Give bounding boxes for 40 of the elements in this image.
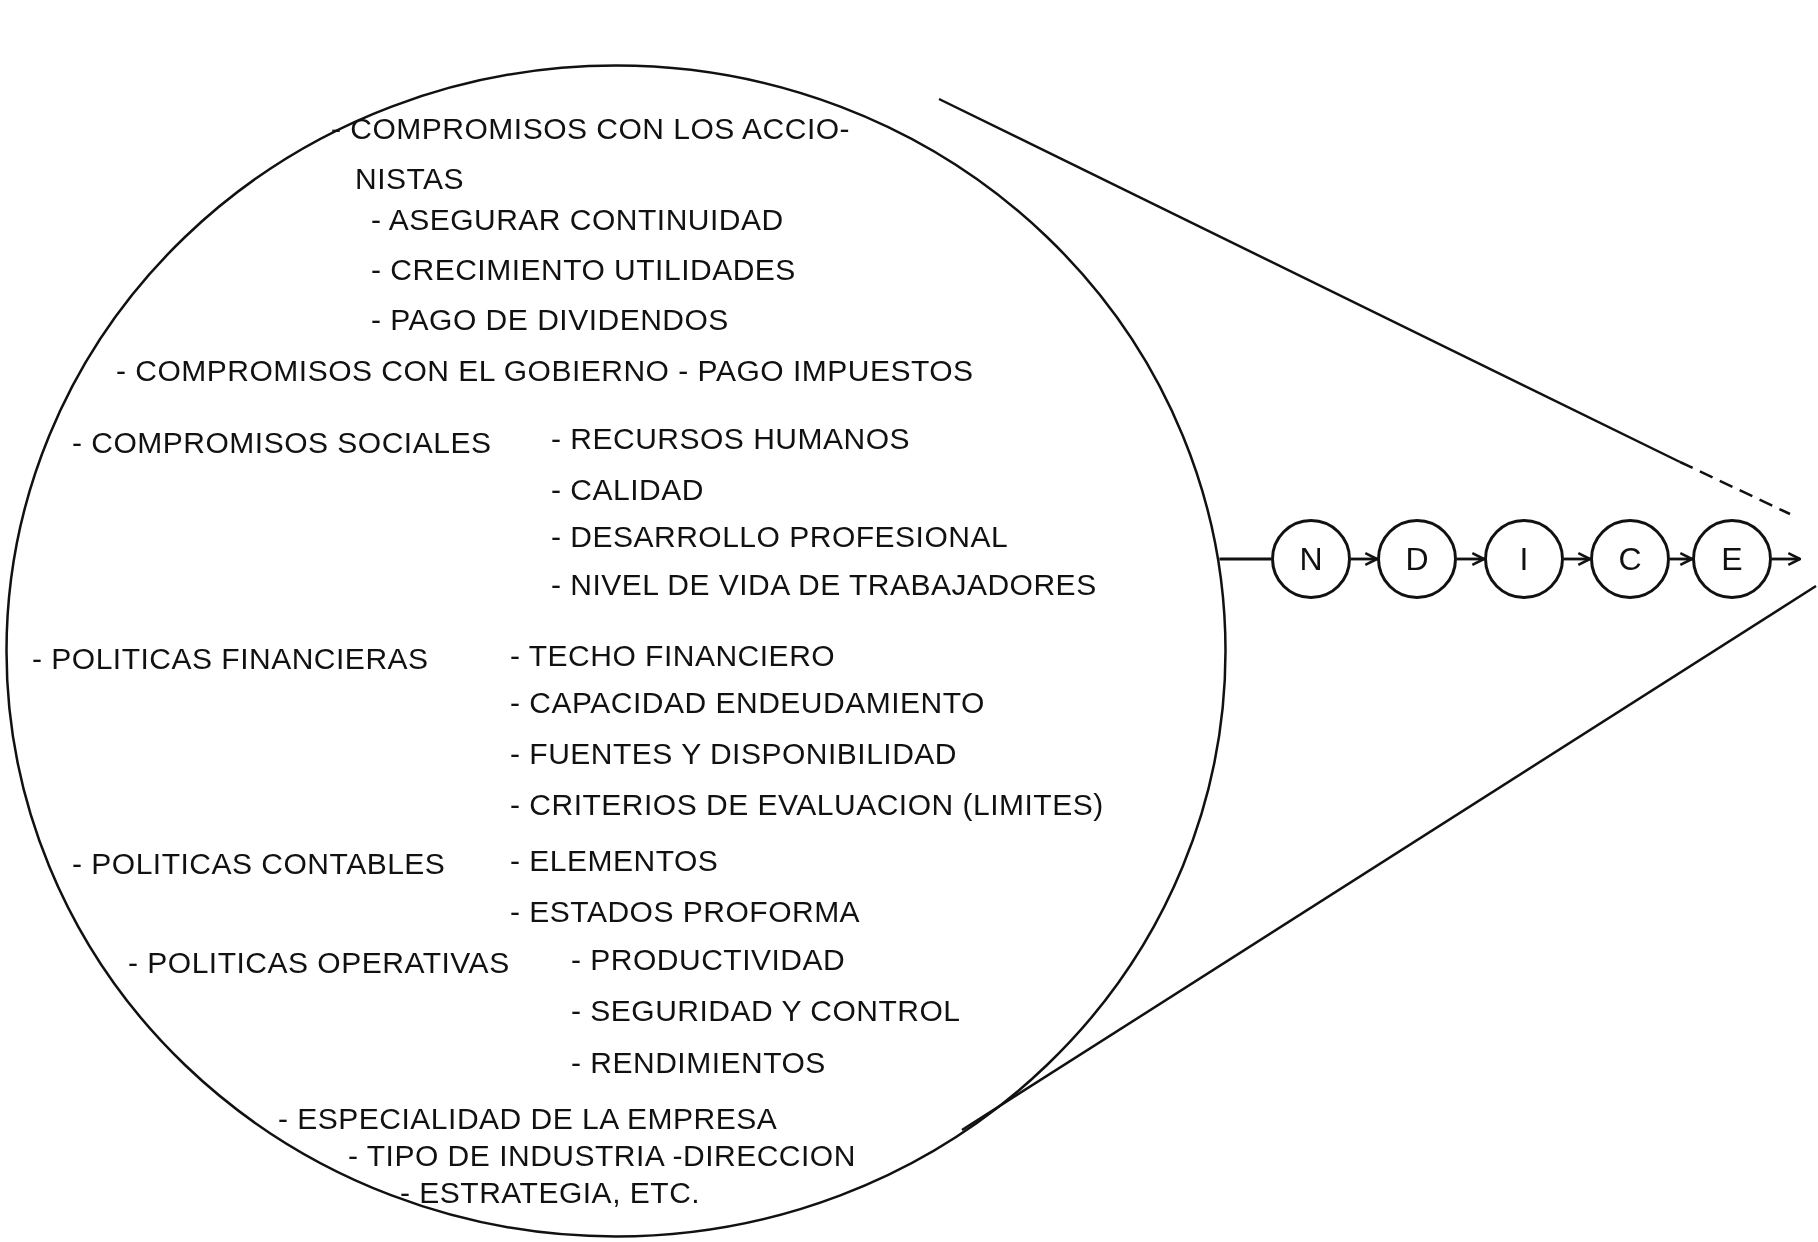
letter-label: D — [1405, 540, 1429, 578]
list-item-text: - ESTADOS PROFORMA — [510, 894, 861, 930]
list-item-text: - SEGURIDAD Y CONTROL — [571, 993, 961, 1029]
list-item-text: - FUENTES Y DISPONIBILIDAD — [510, 736, 957, 772]
list-item-text: - PAGO DE DIVIDENDOS — [371, 302, 729, 338]
letter-circle — [1484, 519, 1564, 599]
arrow — [1564, 551, 1592, 567]
list-item-text: - CALIDAD — [551, 472, 704, 508]
list-item-text: - POLITICAS FINANCIERAS — [32, 641, 429, 677]
list-item-text: - POLITICAS OPERATIVAS — [128, 945, 510, 981]
letter-circle — [1692, 519, 1772, 599]
letter-label: C — [1618, 540, 1642, 578]
arrow — [1351, 551, 1379, 567]
letter-label: E — [1721, 540, 1743, 578]
list-item-text: - COMPROMISOS CON EL GOBIERNO - PAGO IMPUESTOS — [116, 353, 974, 389]
letter-label: I — [1519, 540, 1529, 578]
large-circle — [5, 64, 1227, 1238]
list-item-text: - POLITICAS CONTABLES — [72, 846, 446, 882]
letter-label: N — [1299, 540, 1323, 578]
list-item-text: - NIVEL DE VIDA DE TRABAJADORES — [551, 567, 1097, 603]
list-item-text: - TECHO FINANCIERO — [510, 638, 836, 674]
arrow — [1670, 551, 1694, 567]
list-item-text: - ELEMENTOS — [510, 843, 719, 879]
list-item-text: - CRECIMIENTO UTILIDADES — [371, 252, 796, 288]
arrow — [1457, 551, 1486, 567]
list-item-text: - TIPO DE INDUSTRIA -DIRECCION — [348, 1138, 856, 1174]
letter-circle — [1377, 519, 1457, 599]
list-item-text: - RENDIMIENTOS — [571, 1045, 826, 1081]
list-item-text: - ESTRATEGIA, ETC. — [400, 1175, 701, 1211]
letter-circle — [1271, 519, 1351, 599]
letter-circle — [1590, 519, 1670, 599]
list-item-text: - COMPROMISOS SOCIALES — [72, 425, 492, 461]
list-item-text: - RECURSOS HUMANOS — [551, 421, 911, 457]
list-item-text: - CRITERIOS DE EVALUACION (LIMITES) — [510, 787, 1104, 823]
list-item-text: - DESARROLLO PROFESIONAL — [551, 519, 1009, 555]
list-item-text: - CAPACIDAD ENDEUDAMIENTO — [510, 685, 985, 721]
arrow — [1772, 551, 1802, 567]
list-item-text: - PRODUCTIVIDAD — [571, 942, 846, 978]
list-item-text: - ESPECIALIDAD DE LA EMPRESA — [278, 1101, 778, 1137]
list-item-text: - ASEGURAR CONTINUIDAD — [371, 202, 784, 238]
